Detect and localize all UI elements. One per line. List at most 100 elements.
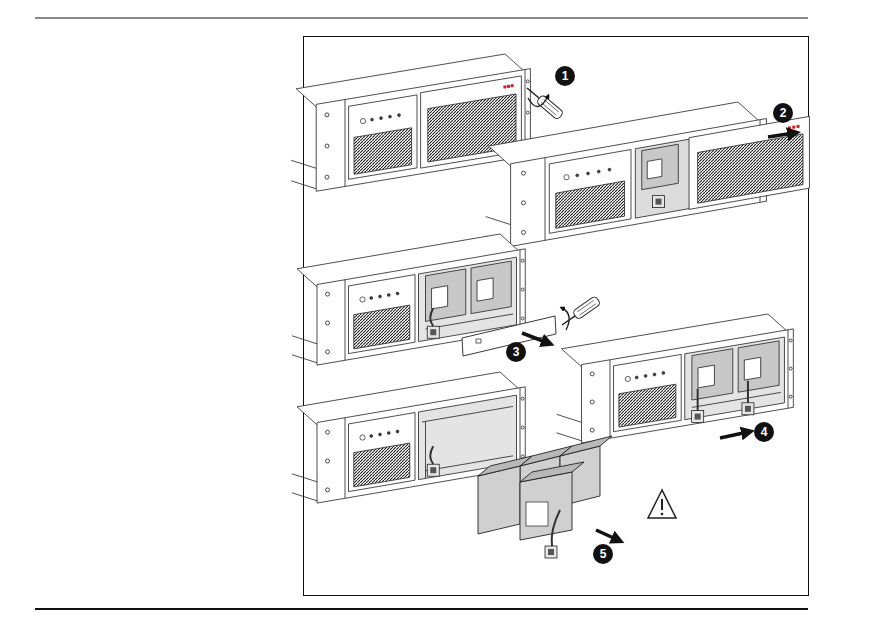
battery-compartment [635, 138, 695, 218]
battery-cable [747, 381, 749, 403]
battery-label [432, 286, 448, 309]
connector-pins [430, 329, 436, 335]
rail-line [292, 474, 317, 482]
bracket-slot [476, 339, 481, 343]
logo-mark [797, 125, 800, 128]
indicator-led [360, 435, 365, 440]
ear-edge [345, 280, 346, 361]
battery-label [744, 357, 760, 380]
battery-cable [697, 389, 699, 411]
callout-number: 2 [773, 103, 793, 123]
mount-hole [521, 455, 524, 458]
indicator-led [371, 118, 374, 121]
rail-line [292, 336, 317, 344]
indicator-led [389, 115, 392, 118]
indicator-led [360, 297, 365, 302]
rail-line [486, 217, 511, 225]
connector-pins [745, 406, 751, 412]
battery-block [642, 144, 679, 189]
indicator-led [625, 376, 630, 381]
logo-mark [511, 84, 514, 87]
mount-hole [590, 372, 594, 376]
rail-line [292, 355, 317, 363]
compartment-edge [422, 406, 513, 422]
mount-hole [326, 488, 330, 492]
warning-symbol [648, 490, 676, 518]
mount-hole [522, 230, 526, 234]
indicator-led [379, 295, 382, 298]
rail-line [557, 414, 582, 422]
mount-hole [326, 430, 330, 434]
battery-block [471, 261, 511, 314]
ups-unit [557, 314, 794, 443]
ear-edge [610, 360, 611, 438]
indicator-led [635, 376, 638, 379]
callout-number: 5 [593, 544, 613, 564]
warning-mark [661, 513, 664, 516]
ear-edge [520, 388, 521, 469]
callout-number: 1 [555, 66, 575, 86]
control-panel [549, 149, 631, 233]
cover-grille [698, 134, 803, 203]
motion-arrow [522, 333, 548, 343]
warning-mark [661, 499, 663, 510]
battery-connector [545, 546, 557, 558]
indicator-led [387, 432, 390, 435]
vent-grille [619, 384, 676, 427]
indicator-led [370, 297, 373, 300]
mount-hole [521, 259, 524, 262]
vent-grille [556, 181, 625, 228]
battery-label [477, 278, 493, 301]
mount-hole [590, 428, 594, 432]
motion-arrow [768, 133, 794, 137]
logo-mark [503, 85, 506, 88]
ups-unit [291, 54, 530, 191]
vent-grille [354, 128, 412, 175]
indicator-led [396, 430, 399, 433]
compartment-edge [425, 421, 426, 478]
control-panel [614, 354, 682, 431]
control-panel [349, 95, 417, 179]
indicator-led [396, 292, 399, 295]
indicator-led [387, 294, 390, 297]
front-face [316, 69, 530, 192]
front-face [582, 329, 794, 443]
rail-line [291, 160, 316, 168]
motion-arrow [720, 432, 748, 438]
top-rule [35, 18, 808, 19]
indicator-led [360, 119, 365, 124]
indicator-led [370, 435, 373, 438]
callout-number: 4 [754, 422, 774, 442]
turn-arrow [562, 308, 569, 330]
ear-edge [345, 418, 346, 499]
mount-hole [522, 171, 526, 175]
mount-hole [326, 459, 330, 463]
battery-cable [430, 446, 433, 464]
ear-edge [520, 250, 521, 331]
mount-hole [789, 395, 792, 398]
mount-hole [526, 80, 529, 83]
vent-grille [354, 305, 410, 349]
indicator-led [576, 174, 579, 177]
ear-edge [788, 330, 789, 408]
mount-hole [521, 397, 524, 400]
indicator-led [644, 375, 647, 378]
callout-number: 3 [506, 342, 526, 362]
mount-hole [326, 321, 330, 325]
mount-hole [521, 288, 524, 291]
logo-mark [792, 126, 795, 129]
battery-connector [742, 403, 754, 415]
indicator-led [379, 433, 382, 436]
connector-pins [695, 414, 701, 420]
ups-unit [486, 102, 810, 246]
battery-pack [478, 436, 612, 558]
connector-pins [430, 467, 436, 473]
vent-grille [354, 443, 410, 487]
ear-edge [545, 158, 546, 241]
battery-compartment [685, 337, 785, 420]
battery-label [647, 159, 662, 179]
screwdriver [524, 84, 564, 120]
ear-edge [345, 100, 346, 187]
mount-hole [521, 426, 524, 429]
bottom-rule [35, 608, 808, 610]
